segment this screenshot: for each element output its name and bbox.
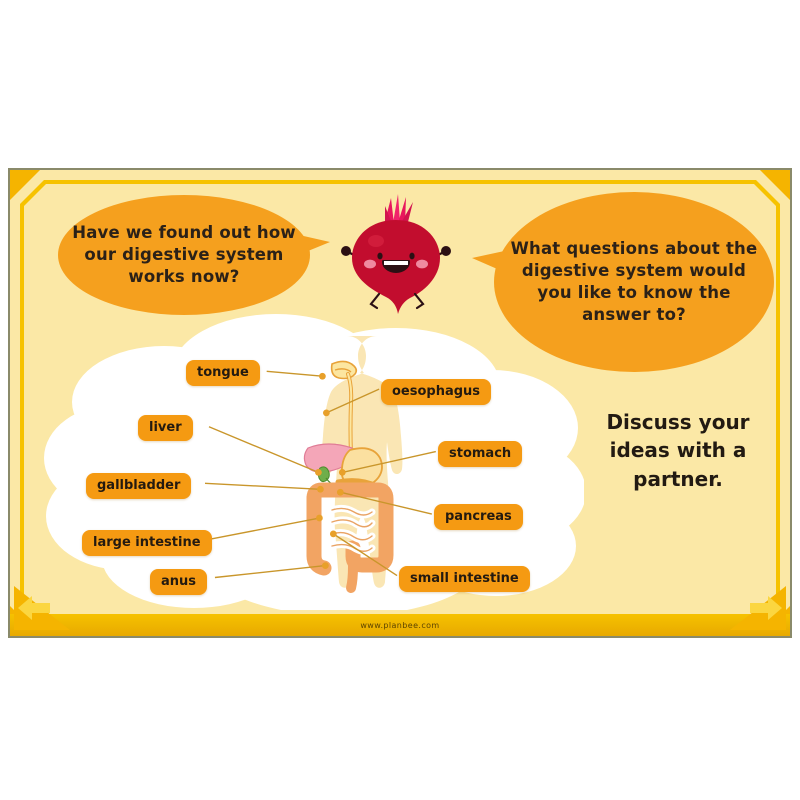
organ-label-oesophagus[interactable]: oesophagus [381,379,492,405]
beetroot-hand-left [341,246,351,256]
beetroot-face [364,252,428,273]
beetroot-character-icon [341,194,451,314]
organ-label-gallbladder[interactable]: gallbladder [86,473,192,499]
arrow-right-icon[interactable] [730,586,786,630]
organ-label-liver[interactable]: liver [138,415,193,441]
speech-bubble-left: Have we found out how our digestive syst… [58,195,310,315]
arrow-left-icon[interactable] [14,586,70,630]
previous-slide-button[interactable] [14,586,70,630]
presentation-slide: tongue oesophagus liver stomach gallbladder p… [8,168,792,638]
tongue-organ [330,360,358,380]
organ-label-pancreas[interactable]: pancreas [434,504,523,530]
organ-label-anus[interactable]: anus [150,569,208,595]
beetroot-legs [369,292,425,310]
organ-label-large-intestine[interactable]: large intestine [82,530,212,556]
organ-label-small-intestine[interactable]: small intestine [399,566,530,592]
organ-label-stomach[interactable]: stomach [438,441,523,467]
watermark-bar: www.planbee.com [10,614,790,636]
watermark-text: www.planbee.com [360,620,440,630]
anus-organ [346,561,358,593]
organ-label-tongue[interactable]: tongue [186,360,260,386]
discuss-instruction-text: Discuss your ideas with a partner. [606,410,750,491]
beetroot-hand-right [441,246,451,256]
speech-bubble-right: What questions about the digestive syste… [494,192,774,372]
next-slide-button[interactable] [730,586,786,630]
